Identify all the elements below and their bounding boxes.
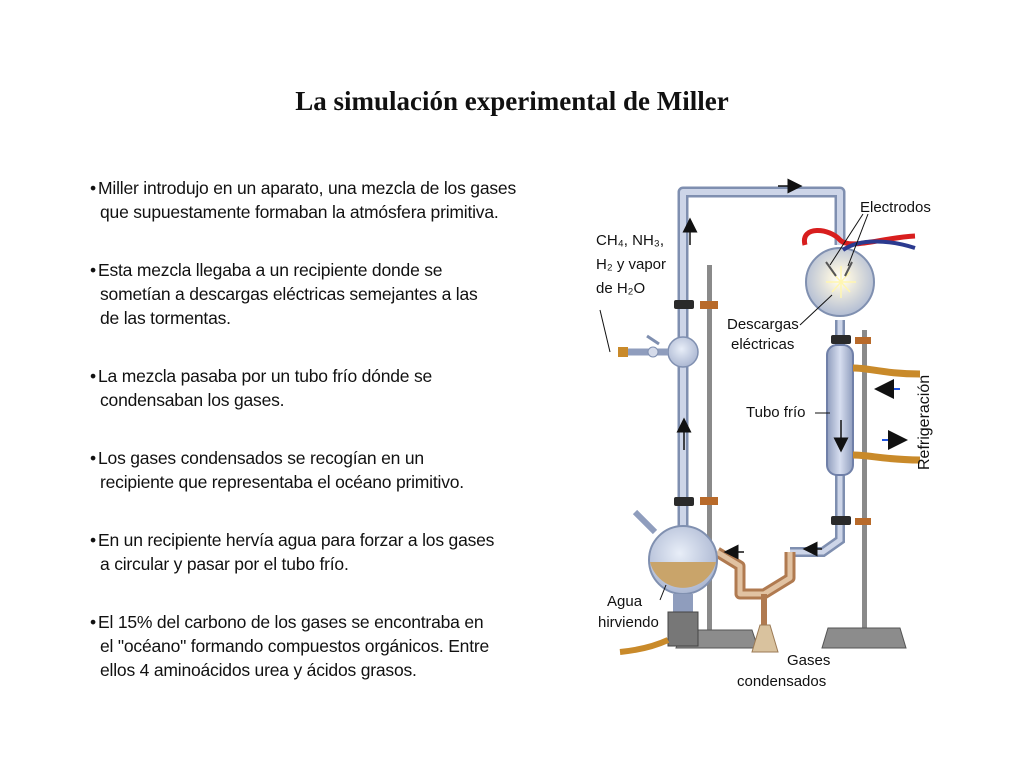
boiling-water [650,562,716,588]
gas-inlet-bulb [667,336,699,368]
label-gases-line2: H₂ y vapor [596,256,667,273]
left-stand-rod [707,265,712,645]
bullet-item: •Los gases condensados se recogían en un… [90,446,590,494]
label-gases-line1: CH₄, NH₃, [596,232,665,249]
bullet-line: En un recipiente hervía agua para forzar… [98,530,495,550]
bullet-dot-icon: • [90,366,96,386]
label-tubo-frio: Tubo frío [746,404,806,421]
bullet-line: sometían a descargas eléctricas semejant… [100,284,478,304]
bullet-dot-icon: • [90,178,96,198]
label-agua-line2: hirviendo [598,614,659,631]
bullet-line: El 15% del carbono de los gases se encon… [98,612,484,632]
condensed-gases-flask [751,624,779,653]
label-electrodos: Electrodos [860,199,931,216]
label-descargas-line2: eléctricas [731,336,795,353]
condenser-jacket [826,344,854,476]
bullet-line: condensaban los gases. [100,390,285,410]
bullet-list: •Miller introdujo en un aparato, una mez… [90,176,590,716]
bullet-item: •La mezcla pasaba por un tubo frío dónde… [90,364,590,412]
bullet-line: Miller introdujo en un aparato, una mezc… [98,178,516,198]
right-stand-base [821,627,907,649]
bullet-item: •En un recipiente hervía agua para forza… [90,528,590,576]
bullet-dot-icon: • [90,530,96,550]
label-condensados-line2: condensados [737,673,827,690]
bullet-line: Esta mezcla llegaba a un recipiente dond… [98,260,443,280]
bullet-line: recipiente que representaba el océano pr… [100,472,464,492]
cooling-hose-top [852,364,921,378]
bullet-line: La mezcla pasaba por un tubo frío dónde … [98,366,433,386]
bullet-item: •Esta mezcla llegaba a un recipiente don… [90,258,590,330]
bullet-line: el "océano" formando compuestos orgánico… [100,636,490,656]
miller-apparatus-diagram [599,178,921,655]
bullet-line: ellos 4 aminoácidos urea y ácidos grasos… [100,660,417,680]
label-agua-line1: Agua [607,593,643,610]
bullet-dot-icon: • [90,260,96,280]
burner [667,611,699,647]
bullet-line: que supuestamente formaban la atmósfera … [100,202,499,222]
label-condensados-line1: Gases [787,652,831,669]
bullet-dot-icon: • [90,448,96,468]
label-descargas-line1: Descargas [727,316,799,333]
bullet-line: de las tormentas. [100,308,231,328]
cooling-hose-bottom [852,451,921,464]
clamp-icons [674,300,871,525]
right-stand-rod [862,330,867,635]
label-gases-line3: de H₂O [596,280,646,297]
bullet-item: •El 15% del carbono de los gases se enco… [90,610,590,682]
label-refrigeracion: Refrigeración [916,374,933,470]
bullet-line: a circular y pasar por el tubo frío. [100,554,349,574]
electrode-wire-red [802,228,916,247]
bullet-line: Los gases condensados se recogían en un [98,448,424,468]
electrode-wire-blue [841,239,916,252]
bullet-dot-icon: • [90,612,96,632]
slide-title: La simulación experimental de Miller [295,86,729,116]
bullet-item: •Miller introdujo en un aparato, una mez… [90,176,590,224]
burner-hose [619,637,670,655]
label-leader-lines [599,213,869,601]
